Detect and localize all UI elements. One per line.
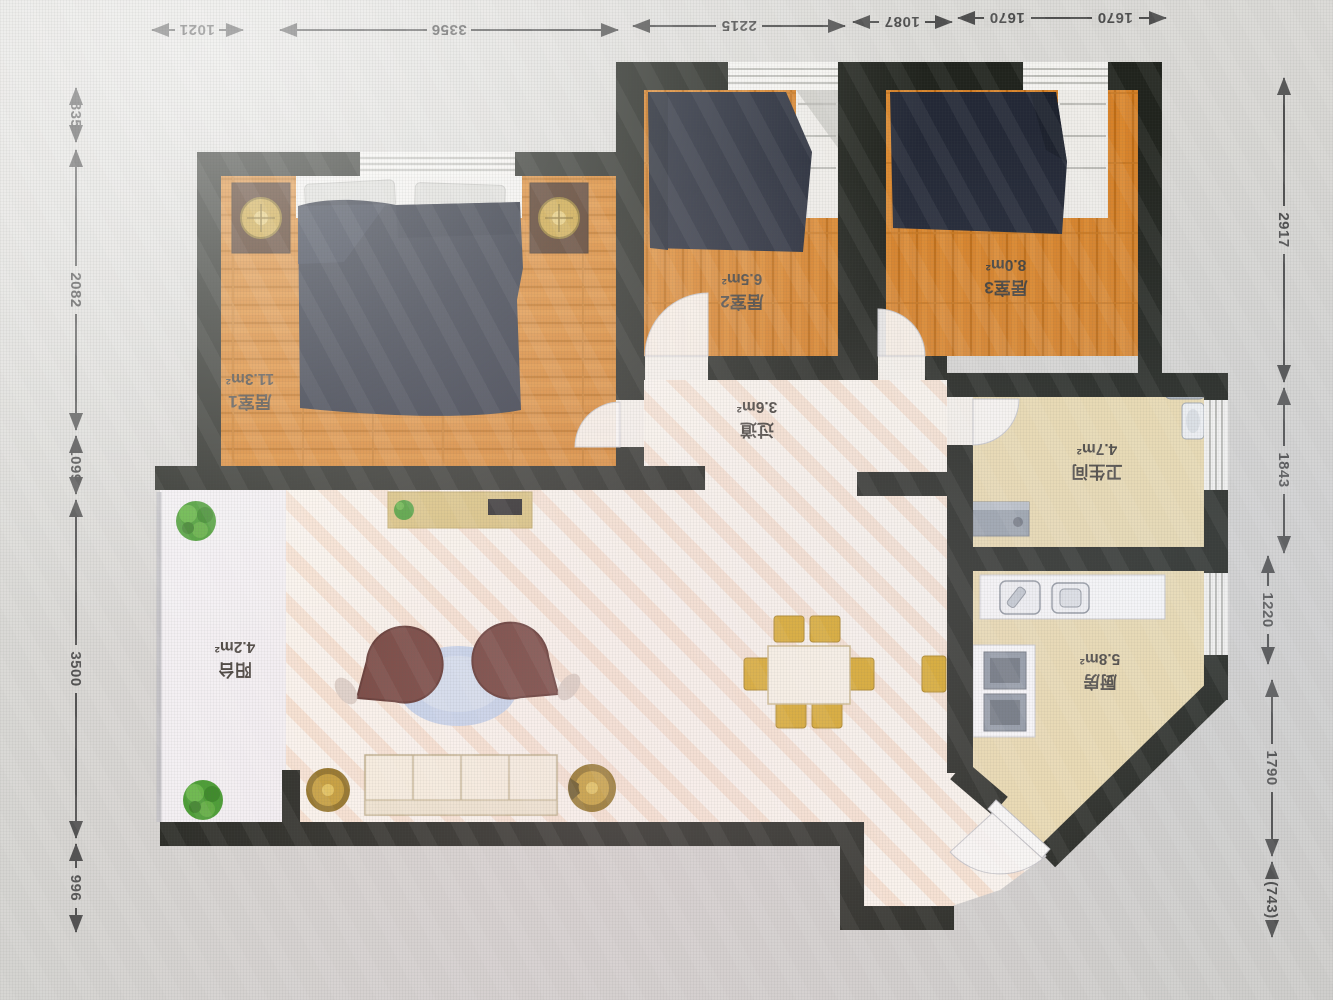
dining-chair-icon (809, 615, 841, 643)
door-gap (645, 356, 708, 380)
balcony-wall-stub (282, 770, 300, 822)
dim-right-1790: 1790 (1263, 679, 1280, 857)
dim-value: 1843 (1275, 452, 1292, 487)
room-name: 居室2 (720, 292, 763, 312)
room-name: 阳台 (218, 660, 252, 680)
dim-left-3500: 3500 (67, 499, 84, 839)
dim-right-2917: 2917 (1275, 77, 1292, 383)
room-area: 3.6m² (737, 398, 778, 415)
dim-top-1670-pair: 1670 1670 (957, 9, 1167, 27)
dim-left-835: 835 (67, 87, 84, 143)
dim-value: 1790 (1263, 750, 1280, 785)
window-icon (360, 152, 515, 176)
dim-value: 2082 (67, 272, 84, 307)
bed-icon (890, 90, 1108, 234)
door-gap (878, 356, 925, 380)
room-area: 6.5m² (722, 270, 763, 287)
double-bed-icon (296, 176, 523, 416)
dining-chair-icon (773, 615, 805, 643)
wall (840, 906, 954, 930)
dim-right-1220: 1220 (1259, 555, 1276, 665)
plant-icon (183, 780, 223, 820)
dim-left-2082: 2082 (67, 149, 84, 431)
dim-value: 2917 (1275, 212, 1292, 247)
dim-value: (743) (1263, 881, 1280, 919)
dim-right-1843: 1843 (1275, 387, 1292, 554)
dim-left-1099: 1099 (67, 435, 84, 495)
room-area: 5.8m² (1080, 650, 1121, 667)
room-name: 厨房 (1083, 672, 1117, 692)
wall (197, 152, 221, 490)
plant-icon (176, 501, 216, 541)
window-icon (1204, 573, 1228, 655)
washing-machine-icon (972, 501, 1030, 537)
dim-value: 1021 (179, 21, 214, 38)
dining-chair-icon (811, 701, 843, 729)
stool-icon (921, 655, 947, 693)
dim-top-3356: 3356 (279, 21, 619, 38)
room-name: 卫生间 (1072, 462, 1123, 482)
nightstand-icon (231, 182, 291, 254)
window-icon (1023, 62, 1108, 90)
dim-value: 835 (67, 102, 84, 129)
dim-top-2215: 2215 (632, 17, 846, 34)
dim-value: 996 (67, 875, 84, 902)
room-name: 居室1 (228, 392, 271, 412)
dim-value: 3500 (67, 651, 84, 686)
room-area: 8.0m² (986, 256, 1027, 273)
dim-top-1021: 1021 (151, 21, 244, 38)
side-table-icon (568, 764, 616, 812)
kitchen-counter-sink (979, 574, 1166, 620)
dining-table-icon (767, 645, 851, 705)
dining-chair-icon (847, 657, 875, 691)
window-icon (1204, 400, 1228, 490)
door-gap (947, 397, 973, 445)
balcony-floor (160, 490, 286, 822)
kitchen-stove-icon (972, 644, 1036, 738)
washbasin-icon (1181, 402, 1205, 440)
room-area: 4.2m² (215, 638, 256, 655)
room-name: 过道 (740, 420, 774, 440)
dim-value: 1670 (1097, 9, 1132, 26)
dim-top-1087: 1087 (852, 13, 953, 30)
sofa-icon (364, 754, 558, 816)
side-table-icon (306, 768, 350, 812)
tv-cabinet-icon (387, 491, 533, 529)
dim-value: 1099 (67, 447, 84, 482)
dim-value: 3356 (431, 21, 466, 38)
window-icon (728, 62, 838, 90)
nightstand-icon (529, 182, 589, 254)
dim-left-996: 996 (67, 843, 84, 933)
room-name: 居室3 (984, 278, 1027, 298)
wall (947, 373, 1228, 397)
dim-right-743: (743) (1263, 861, 1280, 938)
wall (947, 547, 1228, 571)
wall (160, 822, 864, 846)
dim-value: 1670 (989, 9, 1024, 26)
wall (1138, 62, 1162, 397)
dining-chair-icon (775, 701, 807, 729)
dim-value: 1220 (1259, 592, 1276, 627)
room-area: 4.7m² (1077, 440, 1118, 457)
room-area: 11.3m² (226, 370, 274, 387)
wall (857, 472, 973, 496)
dim-value: 1087 (884, 13, 919, 30)
dim-value: 2215 (721, 17, 756, 34)
dining-chair-icon (743, 657, 771, 691)
